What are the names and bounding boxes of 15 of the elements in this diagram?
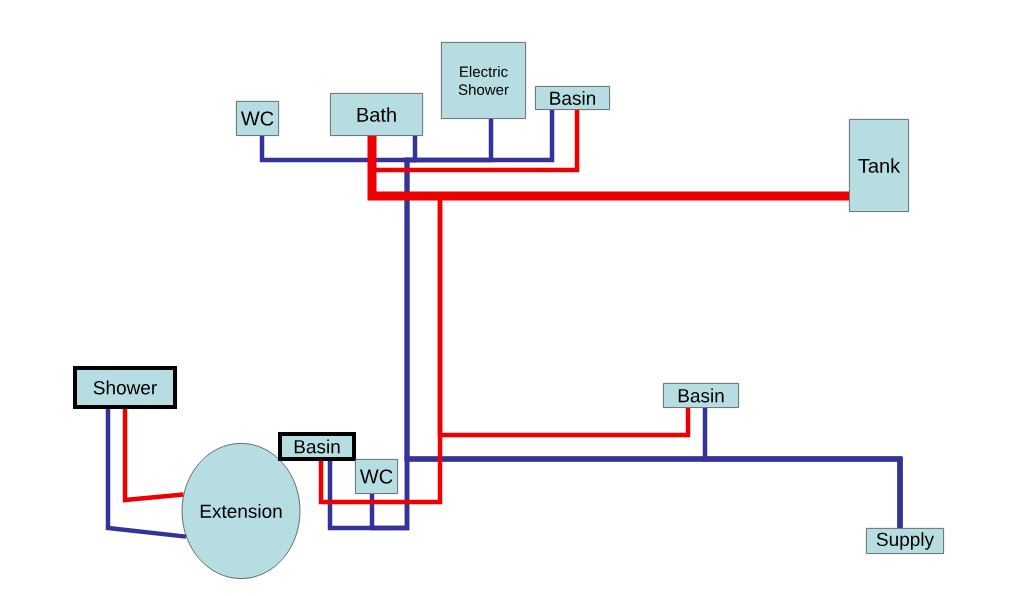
fixture-box: Bath <box>330 93 423 136</box>
fixture-box: Supply <box>866 528 944 554</box>
fixture-box: Tank <box>849 119 909 212</box>
fixture-box <box>441 42 526 119</box>
pipe <box>105 409 187 539</box>
fixture-box: Basin <box>663 383 739 408</box>
fixture-box: Basin <box>278 432 356 461</box>
fixture-box: WC <box>236 101 279 136</box>
fixture-box: Shower <box>73 366 177 409</box>
pipe <box>318 193 849 505</box>
node-label: Electric Shower <box>458 66 509 95</box>
pipe <box>367 136 849 201</box>
fixture-box: WC <box>355 459 398 494</box>
fixture-box: Basin <box>535 86 610 110</box>
pipe <box>122 409 184 503</box>
